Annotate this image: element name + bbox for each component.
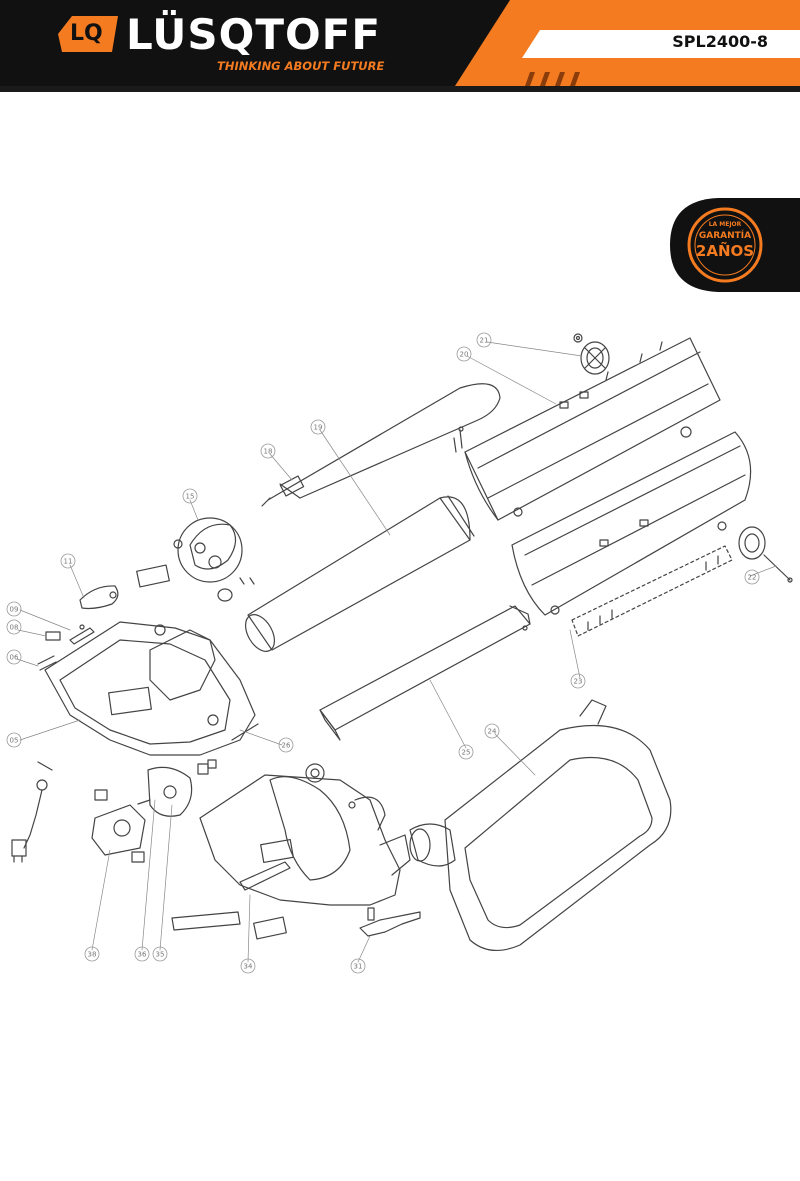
logo-mark-text: LQ (70, 21, 103, 46)
header-banner: LQ LÜSQTOFF THINKING ABOUT FUTURE SPL240… (0, 0, 800, 92)
part-label-plate (136, 564, 170, 588)
callout-08: 08 (10, 624, 19, 632)
callout-20: 20 (460, 351, 469, 359)
logo-mark-icon (58, 16, 118, 52)
model-number: SPL2400-8 (672, 32, 768, 51)
part-label-plate-34 (253, 916, 287, 940)
part-power-cord (11, 761, 53, 863)
callout-18: 18 (264, 448, 273, 456)
badge-line1: LA MEJOR (709, 221, 742, 228)
callout-26: 26 (282, 742, 291, 750)
callout-22: 22 (748, 574, 757, 582)
part-31-clip (359, 907, 421, 937)
callout-25: 25 (462, 749, 471, 757)
part-21-collar (573, 333, 610, 375)
callout-leaders (16, 341, 777, 963)
callout-11: 11 (64, 558, 73, 566)
brand-tagline: THINKING ABOUT FUTURE (217, 59, 385, 73)
callout-35: 35 (156, 951, 165, 959)
callout-24: 24 (488, 728, 497, 736)
callout-labels: 21 20 19 18 15 11 09 08 06 05 26 22 23 2… (10, 337, 757, 971)
header-background (0, 0, 800, 92)
part-19-blow-tube (244, 495, 475, 652)
badge-line2: GARANTÍA (699, 229, 751, 241)
callout-05: 05 (10, 737, 19, 745)
callout-38: 38 (88, 951, 97, 959)
part-15-handle-detail (173, 517, 255, 602)
callout-19: 19 (314, 424, 323, 432)
part-11-trigger (79, 585, 119, 610)
callout-21: 21 (480, 337, 489, 345)
part-screws-34 (171, 911, 241, 931)
callout-15: 15 (186, 493, 195, 501)
callout-31: 31 (354, 963, 363, 971)
part-23-lower-tube (511, 431, 752, 616)
part-38-motor (91, 789, 146, 863)
part-05-housing (44, 621, 259, 756)
part-18-strap (261, 383, 501, 507)
part-screws-tube (453, 426, 464, 453)
part-screws-23 (571, 545, 733, 637)
part-20-upper-tube (464, 337, 721, 521)
callout-34: 34 (244, 963, 253, 971)
part-24-bag (409, 699, 672, 951)
part-25-nozzle-tube (319, 605, 531, 741)
callout-23: 23 (574, 678, 583, 686)
callout-circles (6, 332, 760, 974)
brand-name: LÜSQTOFF (126, 10, 382, 59)
badge-line3: 2AÑOS (696, 241, 754, 260)
part-34-main-housing (199, 763, 411, 906)
warranty-badge: LA MEJOR GARANTÍA 2AÑOS (670, 198, 800, 292)
callout-06: 06 (10, 654, 19, 662)
callout-09: 09 (10, 606, 19, 614)
callout-36: 36 (138, 951, 147, 959)
part-36-35-fan (137, 759, 217, 817)
part-wheel (738, 526, 793, 583)
